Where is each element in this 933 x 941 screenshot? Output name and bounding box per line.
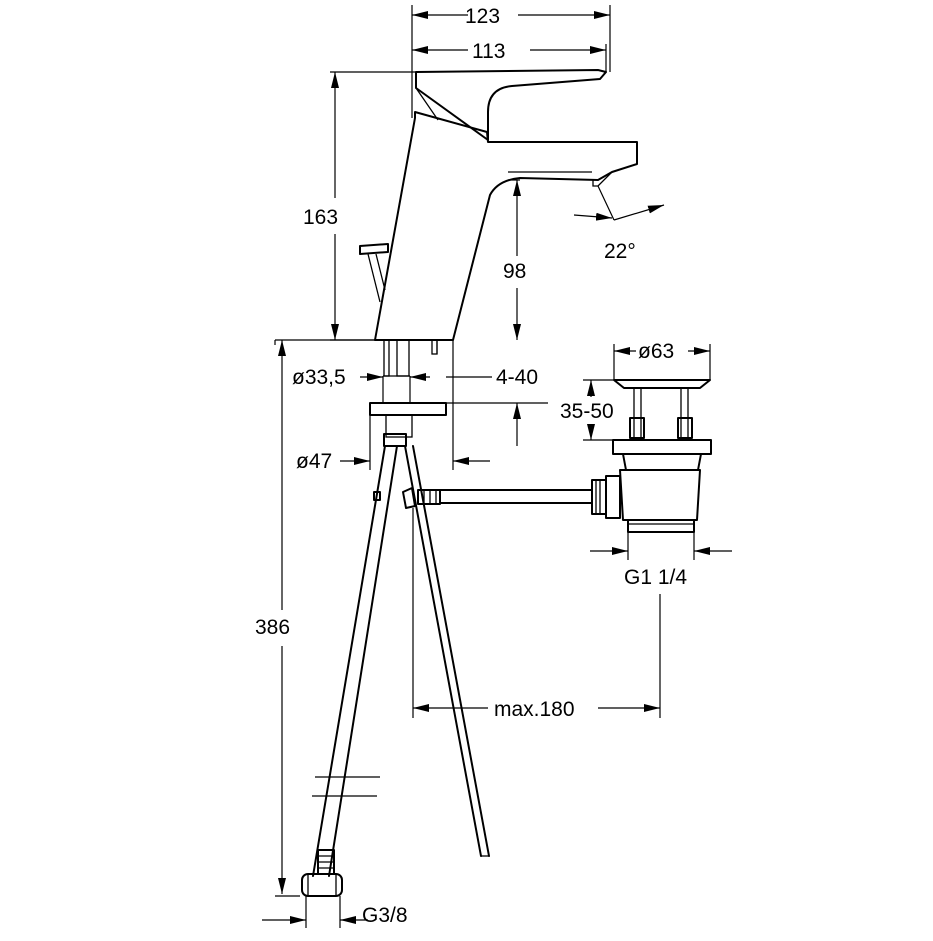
faucet-body	[359, 69, 638, 341]
dim-label-hole-diameter: ø33,5	[292, 366, 346, 389]
pull-rod-linkage	[373, 487, 593, 509]
dimension-labels: 123 113 163 98 22° ø33,5 4-40 ø47 ø63 35…	[255, 5, 687, 927]
dim-label-height-total: 163	[303, 206, 338, 229]
dim-label-height-spout: 98	[503, 260, 526, 283]
dim-label-hose-length: 386	[255, 616, 290, 639]
dimension-lines	[262, 5, 732, 928]
dim-label-waste-diameter: ø63	[638, 340, 674, 363]
dim-label-hose-thread: G3/8	[362, 904, 408, 927]
dim-label-waste-range: 35-50	[560, 400, 614, 423]
dim-label-pull-rod-max: max.180	[494, 698, 575, 721]
dim-label-width-spout: 113	[472, 40, 505, 63]
dim-label-waste-thread: G1 1/4	[624, 566, 687, 589]
dim-label-angle: 22°	[604, 240, 636, 263]
mounting-assembly	[275, 339, 490, 897]
pop-up-waste	[591, 379, 712, 533]
dim-label-deck-thickness: 4-40	[496, 366, 538, 389]
dim-label-washer-diameter: ø47	[296, 450, 332, 473]
dim-label-width-total: 123	[465, 5, 500, 28]
